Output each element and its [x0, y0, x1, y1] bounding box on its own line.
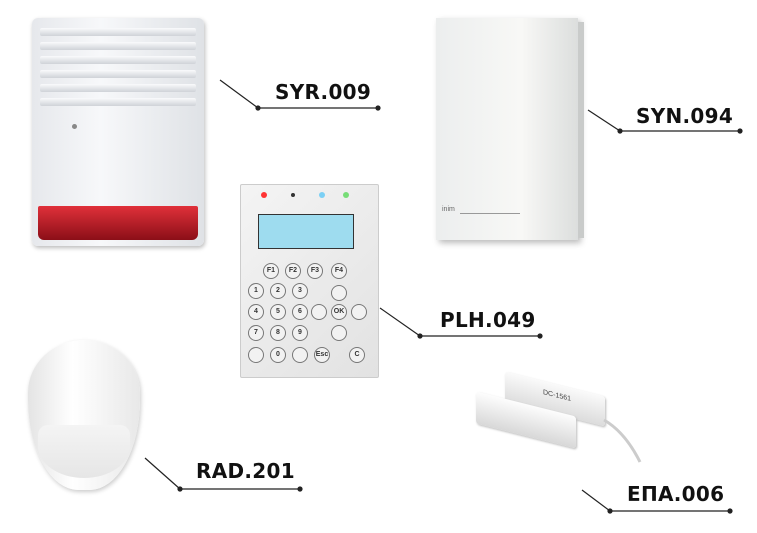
key-2: 2: [270, 283, 286, 299]
key-5: 5: [270, 304, 286, 320]
siren-flash-lens: [38, 206, 198, 240]
key-star: [248, 347, 264, 363]
motion-detector-image: [28, 340, 140, 490]
keypad-lcd: [258, 214, 354, 249]
control-panel-image: inim: [436, 18, 578, 240]
panel-brand: inim: [442, 206, 455, 213]
key-right: [351, 304, 367, 320]
key-f1: F1: [263, 263, 279, 279]
outdoor-siren-image: [32, 18, 204, 246]
key-1: 1: [248, 283, 264, 299]
key-up: [331, 285, 347, 301]
key-down: [331, 325, 347, 341]
product-code-detector: RAD.201: [196, 459, 295, 483]
detector-lens: [38, 425, 130, 478]
key-esc: Esc: [314, 347, 330, 363]
keypad-image: F1 F2 F3 F4 1 2 3 4 5 6 7 8 9 0 OK Esc C: [240, 184, 379, 378]
key-3: 3: [292, 283, 308, 299]
key-ok: OK: [331, 304, 347, 320]
key-f4: F4: [331, 263, 347, 279]
key-f2: F2: [285, 263, 301, 279]
product-code-keypad: PLH.049: [440, 308, 536, 332]
control-panel-side: [578, 22, 584, 238]
key-4: 4: [248, 304, 264, 320]
product-code-contact: ΕΠΑ.006: [627, 482, 725, 506]
key-left: [311, 304, 327, 320]
key-9: 9: [292, 325, 308, 341]
key-hash: [292, 347, 308, 363]
key-7: 7: [248, 325, 264, 341]
key-6: 6: [292, 304, 308, 320]
key-f3: F3: [307, 263, 323, 279]
key-8: 8: [270, 325, 286, 341]
product-code-siren: SYR.009: [275, 80, 372, 104]
key-0: 0: [270, 347, 286, 363]
product-code-panel: SYN.094: [636, 104, 734, 128]
key-c: C: [349, 347, 365, 363]
